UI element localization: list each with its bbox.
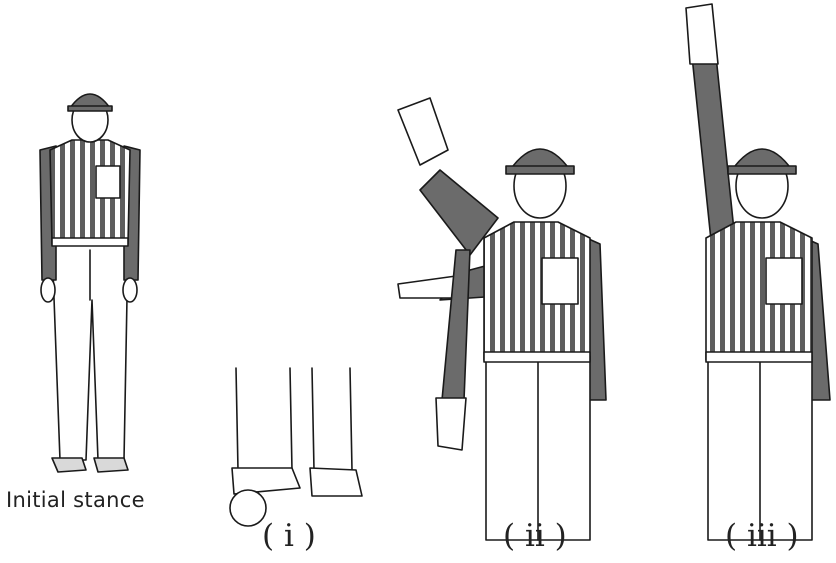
hand-icon <box>436 398 466 450</box>
shirt-pocket <box>96 166 120 198</box>
shoe-icon <box>310 468 362 496</box>
shoe-icon <box>232 468 300 494</box>
caption-initial-stance: Initial stance <box>6 488 145 512</box>
hand-icon <box>398 98 448 165</box>
shirt-pocket <box>542 258 578 304</box>
shoe-icon <box>52 458 86 472</box>
ball-icon <box>230 490 266 526</box>
caption-ii: ( ii ) <box>503 518 567 554</box>
hand-icon <box>398 276 458 298</box>
hand-icon <box>41 278 55 302</box>
shoe-icon <box>94 458 128 472</box>
caption-iii: ( iii ) <box>725 518 799 554</box>
hand-icon <box>686 4 718 64</box>
hand-icon <box>123 278 137 302</box>
referee-signal-ii-figure <box>398 98 606 540</box>
shirt-pocket <box>766 258 802 304</box>
referee-signal-iii-figure <box>686 4 830 540</box>
referee-initial-stance-figure <box>40 94 140 472</box>
caption-i: ( i ) <box>262 518 316 554</box>
referee-feet-figure <box>230 368 362 526</box>
